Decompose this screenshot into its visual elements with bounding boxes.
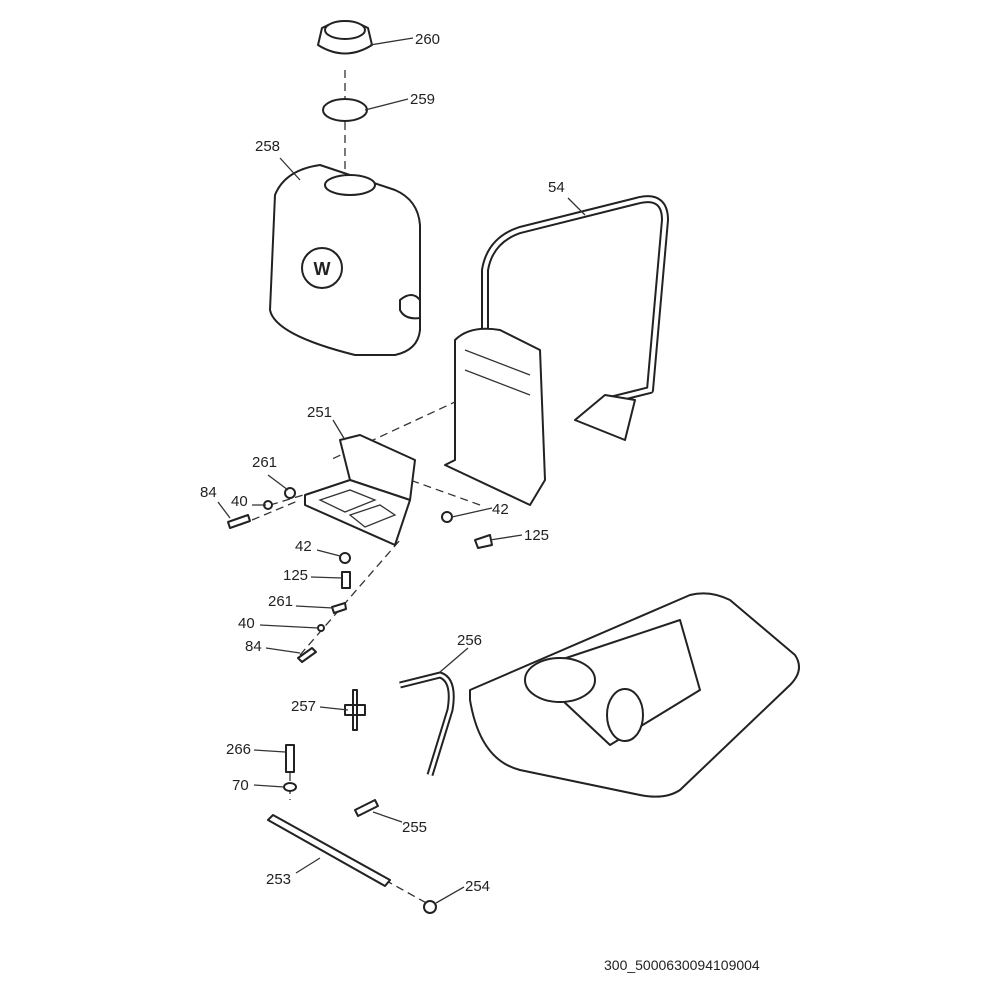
label-266: 266	[226, 741, 251, 758]
label-261: 261	[252, 454, 277, 471]
label-261: 261	[268, 593, 293, 610]
part-fuel-cap	[317, 20, 373, 55]
hardware	[227, 487, 493, 663]
label-54: 54	[548, 179, 565, 196]
part-fuel-rail	[267, 814, 391, 887]
label-260: 260	[415, 31, 440, 48]
label-251: 251	[307, 404, 332, 421]
part-guide-handle	[444, 195, 669, 506]
label-254: 254	[465, 878, 490, 895]
label-70: 70	[232, 777, 249, 794]
part-fuel-tank: W	[269, 164, 421, 356]
label-257: 257	[291, 698, 316, 715]
logo-w: W	[314, 259, 331, 279]
label-258: 258	[255, 138, 280, 155]
leader-lines	[217, 37, 586, 904]
label-42: 42	[295, 538, 312, 555]
label-84: 84	[200, 484, 217, 501]
label-40: 40	[238, 615, 255, 632]
part-hose	[399, 671, 455, 777]
part-washer-70	[283, 782, 297, 792]
part-cap-254	[423, 900, 437, 914]
label-40: 40	[231, 493, 248, 510]
part-seal-ring	[322, 98, 368, 122]
label-255: 255	[402, 819, 427, 836]
label-84: 84	[245, 638, 262, 655]
part-base-plate	[469, 592, 800, 798]
label-42: 42	[492, 501, 509, 518]
part-bolt-266	[285, 744, 295, 773]
label-259: 259	[410, 91, 435, 108]
label-256: 256	[457, 632, 482, 649]
label-125: 125	[283, 567, 308, 584]
part-tank-bracket	[304, 434, 416, 546]
part-fitting	[354, 799, 379, 817]
part-valve	[344, 689, 366, 731]
drawing-number: 300_5000630094109004	[604, 957, 760, 973]
label-125: 125	[524, 527, 549, 544]
label-253: 253	[266, 871, 291, 888]
callout-labels: 260 259 258 54 251 261 40 84 42 125 42 1…	[200, 31, 565, 895]
